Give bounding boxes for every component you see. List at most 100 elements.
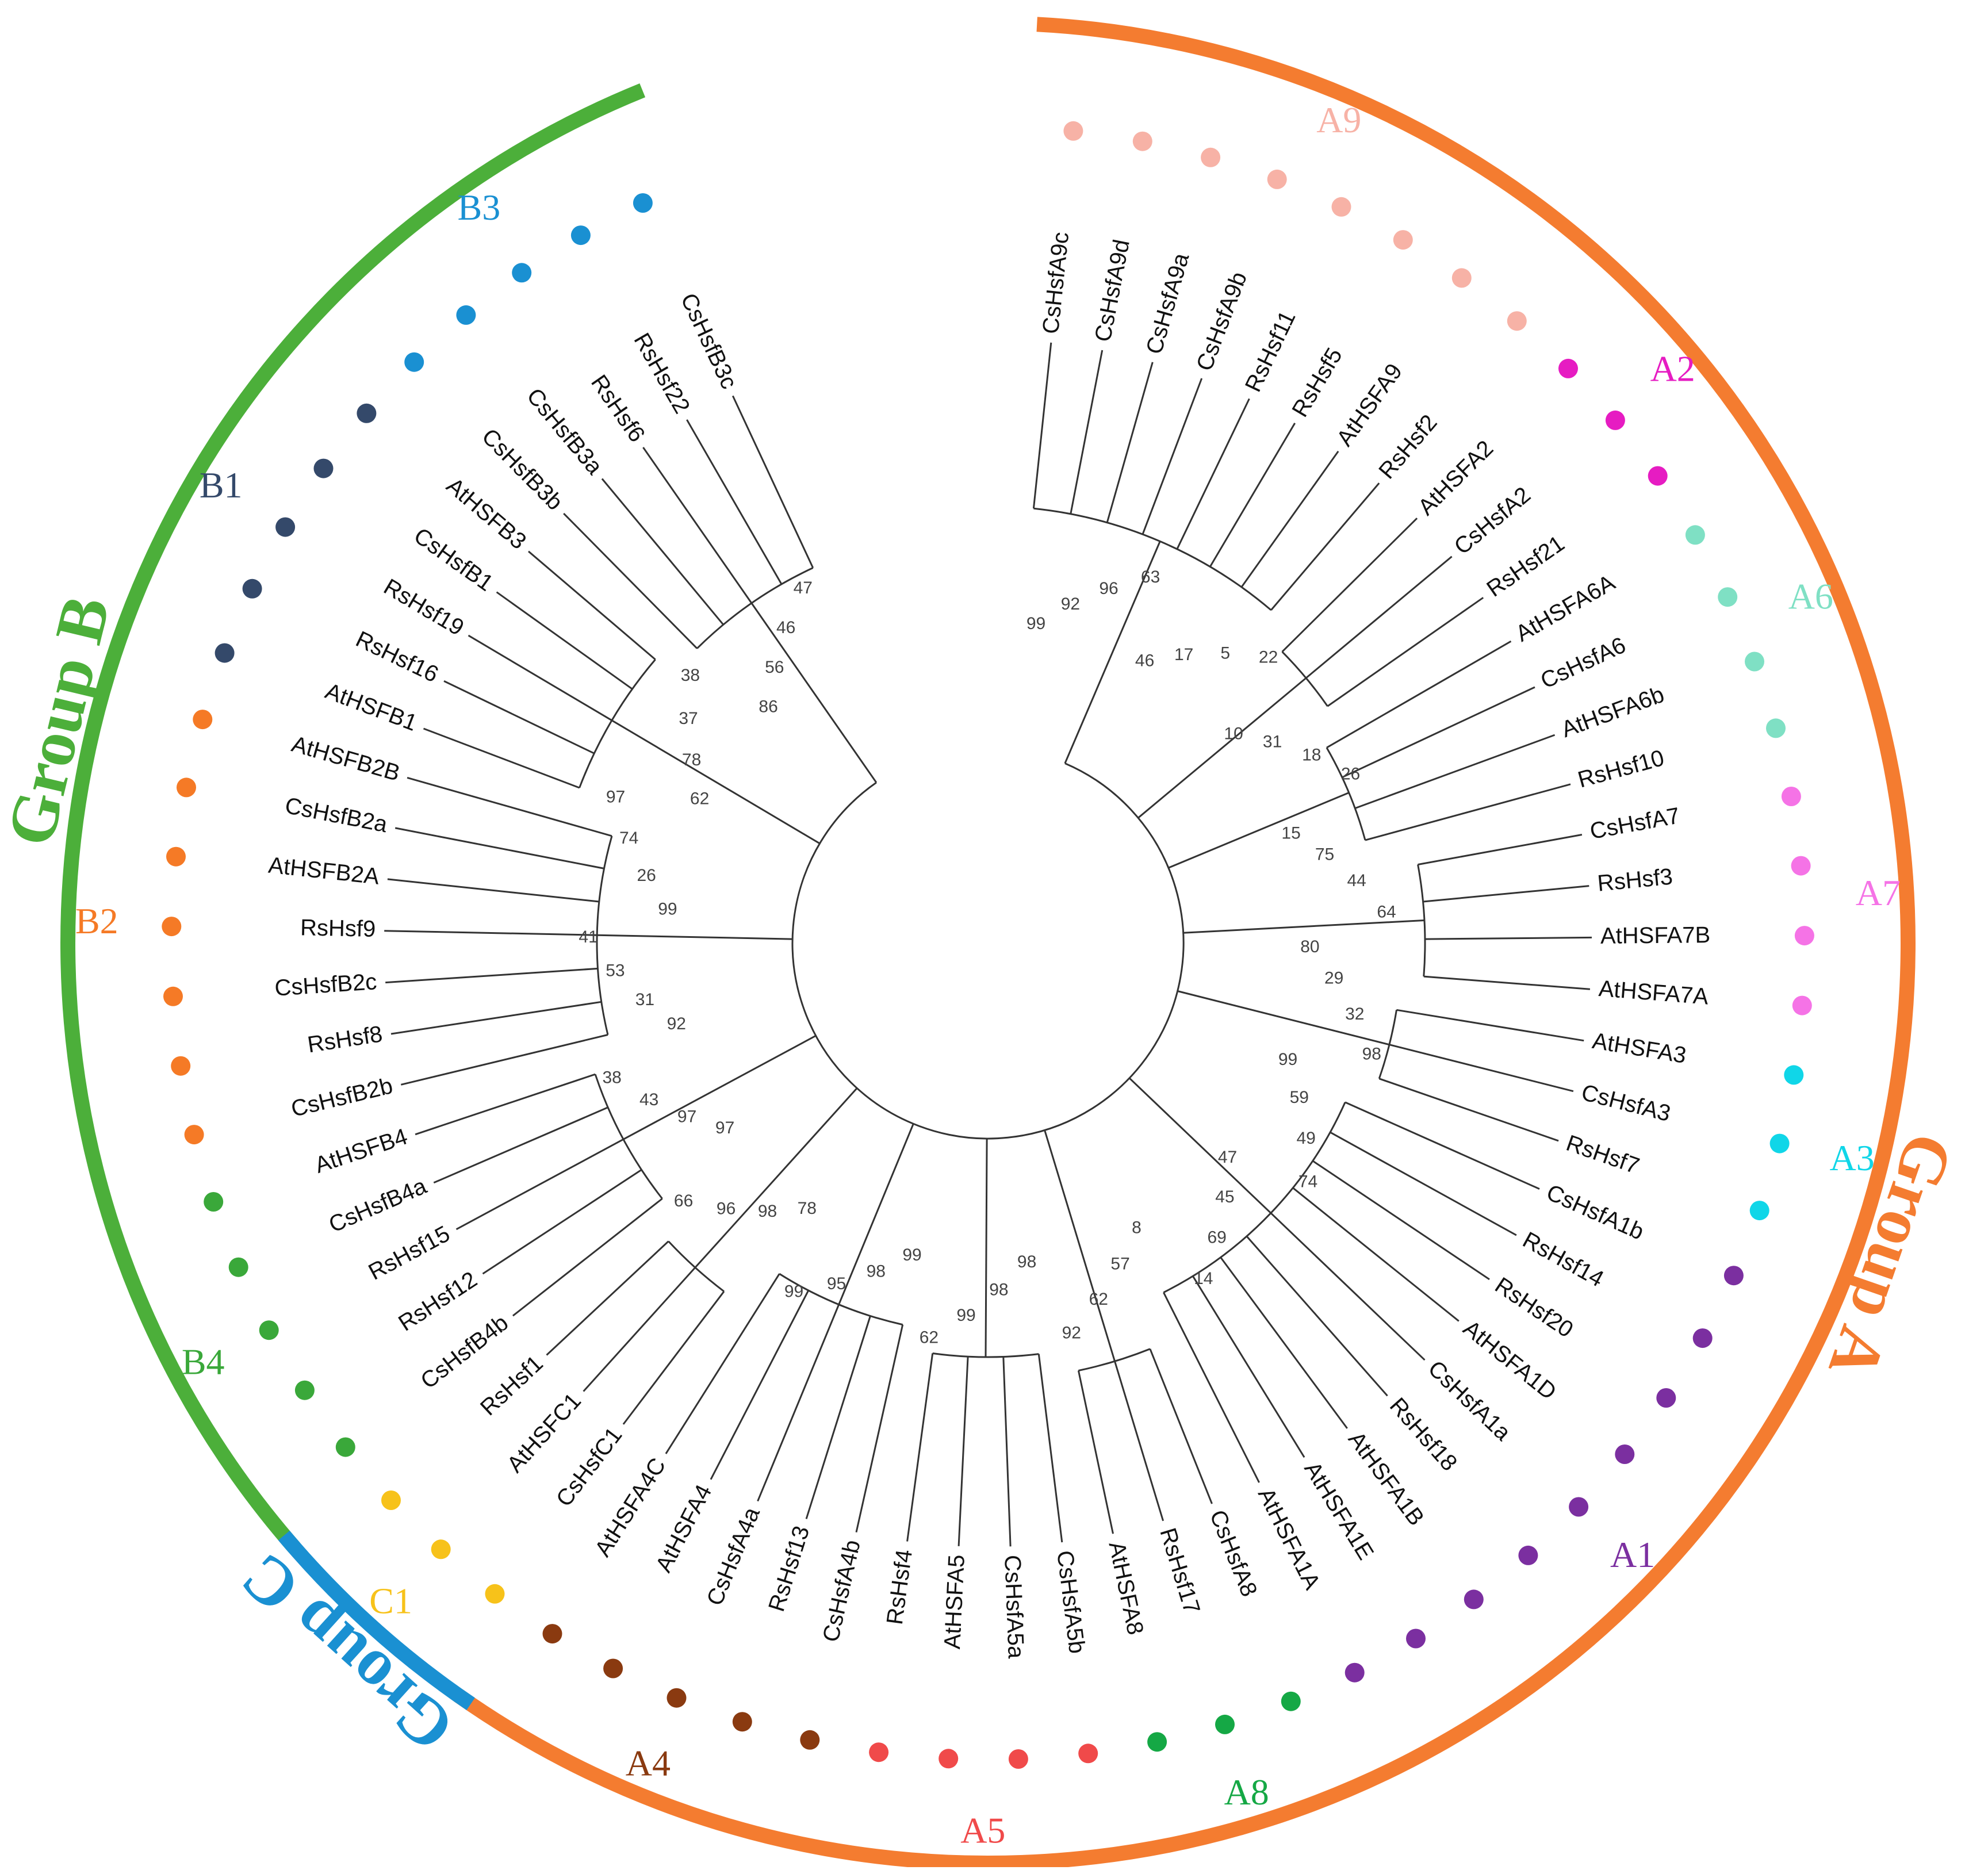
subfamily-label-a1: A1 [1610,1534,1655,1575]
branch-internal [1064,541,1161,764]
branch-terminal [1292,1187,1460,1322]
leaf-dot-rshsf22 [570,225,591,246]
leaf-dot-cshsfb2b [184,1125,204,1145]
bootstrap-value: 99 [956,1306,975,1325]
branch-terminal [1345,1101,1540,1190]
branch-internal [750,603,878,783]
branch-terminal [1149,1348,1213,1504]
bootstrap-value: 59 [1290,1088,1309,1107]
bootstrap-value: 26 [637,866,656,885]
leaf-dot-rshsf10 [1766,718,1786,738]
bootstrap-value: 75 [1315,845,1334,864]
bootstrap-value: 92 [1062,1324,1081,1343]
branch-terminal [407,776,612,837]
branch-terminal [1330,1131,1517,1236]
branch-terminal [642,447,753,604]
bootstrap-value: 8 [1132,1218,1142,1237]
leaf-dot-athsfa6a [1685,525,1705,545]
group-arc-group-a [453,17,1916,1870]
branch-terminal [1220,1256,1348,1429]
branch-terminal [1354,734,1556,810]
leaf-label-rshsf1: RsHsf1 [476,1351,548,1421]
leaf-dot-athsfa2 [1558,358,1578,378]
leaf-label-rshsf2: RsHsf2 [1374,410,1442,484]
leaf-label-athsfa2: AtHSFA2 [1414,436,1499,520]
bootstrap-value: 92 [667,1014,686,1033]
leaf-dot-rshsf13 [732,1712,752,1732]
branch-terminal [512,1198,663,1317]
leaf-dot-cshsfb2a [177,777,196,798]
leaf-dot-cshsfa9a [1201,147,1221,167]
group-label-group-b: Group B [0,589,124,853]
bootstrap-value: 62 [1089,1290,1108,1309]
leaf-dot-cshsfa7 [1781,787,1801,806]
leaf-label-cshsfb3c: CsHsfB3c [676,289,742,393]
bootstrap-value: 97 [715,1118,734,1137]
branch-terminal [1389,1044,1574,1093]
leaf-dot-rshsf8 [171,1056,191,1076]
leaf-label-rshsf6: RsHsf6 [586,370,650,447]
branch-terminal [528,550,656,661]
bootstrap-value: 53 [606,961,625,980]
leaf-dot-rshsf14 [1692,1328,1713,1348]
branch-root-arc [791,762,1185,1140]
leaf-dot-rshsf20 [1656,1388,1676,1408]
leaf-dot-athsfb1 [214,643,235,663]
bootstrap-value: 78 [798,1199,817,1218]
branch-terminal [805,1316,871,1519]
branch-internal [1177,990,1390,1046]
leaf-dots [162,121,1814,1769]
branch-internal [611,719,821,845]
bootstrap-value: 95 [827,1274,846,1293]
bootstrap-value: 69 [1208,1228,1227,1247]
bootstrap-value: 64 [1377,903,1396,922]
bootstrap-value: 38 [603,1068,622,1087]
branch-terminal [686,419,783,585]
leaf-label-cshsfb4a: CsHsfB4a [325,1173,431,1237]
branch-terminal [496,591,633,690]
leaf-label-cshsfa1b: CsHsfA1b [1543,1179,1648,1245]
leaf-dot-cshsfb1 [313,458,334,478]
subfamily-label-a8: A8 [1224,1772,1269,1812]
branch-terminal [710,1290,810,1480]
bootstrap-value: 78 [682,750,701,769]
leaf-dot-cshsfb3b [404,352,424,372]
subfamily-label-b2: B2 [75,900,118,941]
leaf-dot-athsfa8 [1147,1732,1167,1752]
branch-internal [597,934,793,940]
branch-terminal [387,878,599,903]
bootstrap-value: 74 [1298,1172,1317,1191]
branch-terminal [394,827,604,869]
bootstrap-value: 99 [1278,1050,1297,1069]
leaf-dot-cshsfb3a [456,305,476,325]
subfamily-label-a7: A7 [1856,872,1901,913]
leaf-label-rshsf8: RsHsf8 [306,1021,384,1057]
leaf-dot-cshsfa1a [1569,1497,1589,1517]
leaf-dot-cshsfa9d [1132,131,1152,151]
leaf-label-cshsfa9a: CsHsfA9a [1142,250,1194,357]
leaf-dot-rshsf17 [1215,1714,1235,1734]
branch-terminal [400,1034,608,1086]
leaf-dot-rshsf11 [1331,197,1351,217]
leaf-dot-athsfa9 [1451,268,1472,288]
leaf-dot-cshsfb3c [633,193,653,213]
leaf-label-rshsf22: RsHsf22 [629,329,695,418]
branch-terminal [1246,1235,1388,1397]
branch-terminal [1424,936,1592,940]
leaf-label-athsfa4: AtHSFA4 [651,1481,717,1576]
leaf-label-cshsfa5a: CsHsfA5a [999,1554,1029,1659]
bootstrap-value: 26 [1341,765,1360,784]
branch-internal [838,1123,914,1305]
bootstrap-value: 99 [784,1282,803,1301]
leaf-label-cshsfa2: CsHsfA2 [1450,482,1535,560]
bootstrap-value: 92 [1061,595,1080,614]
bootstrap-value: 56 [765,658,784,677]
branch-terminal [1176,398,1250,550]
branch-terminal [1163,1292,1260,1483]
branch-internal [985,1138,988,1358]
leaf-dot-cshsfa3 [1769,1133,1790,1154]
